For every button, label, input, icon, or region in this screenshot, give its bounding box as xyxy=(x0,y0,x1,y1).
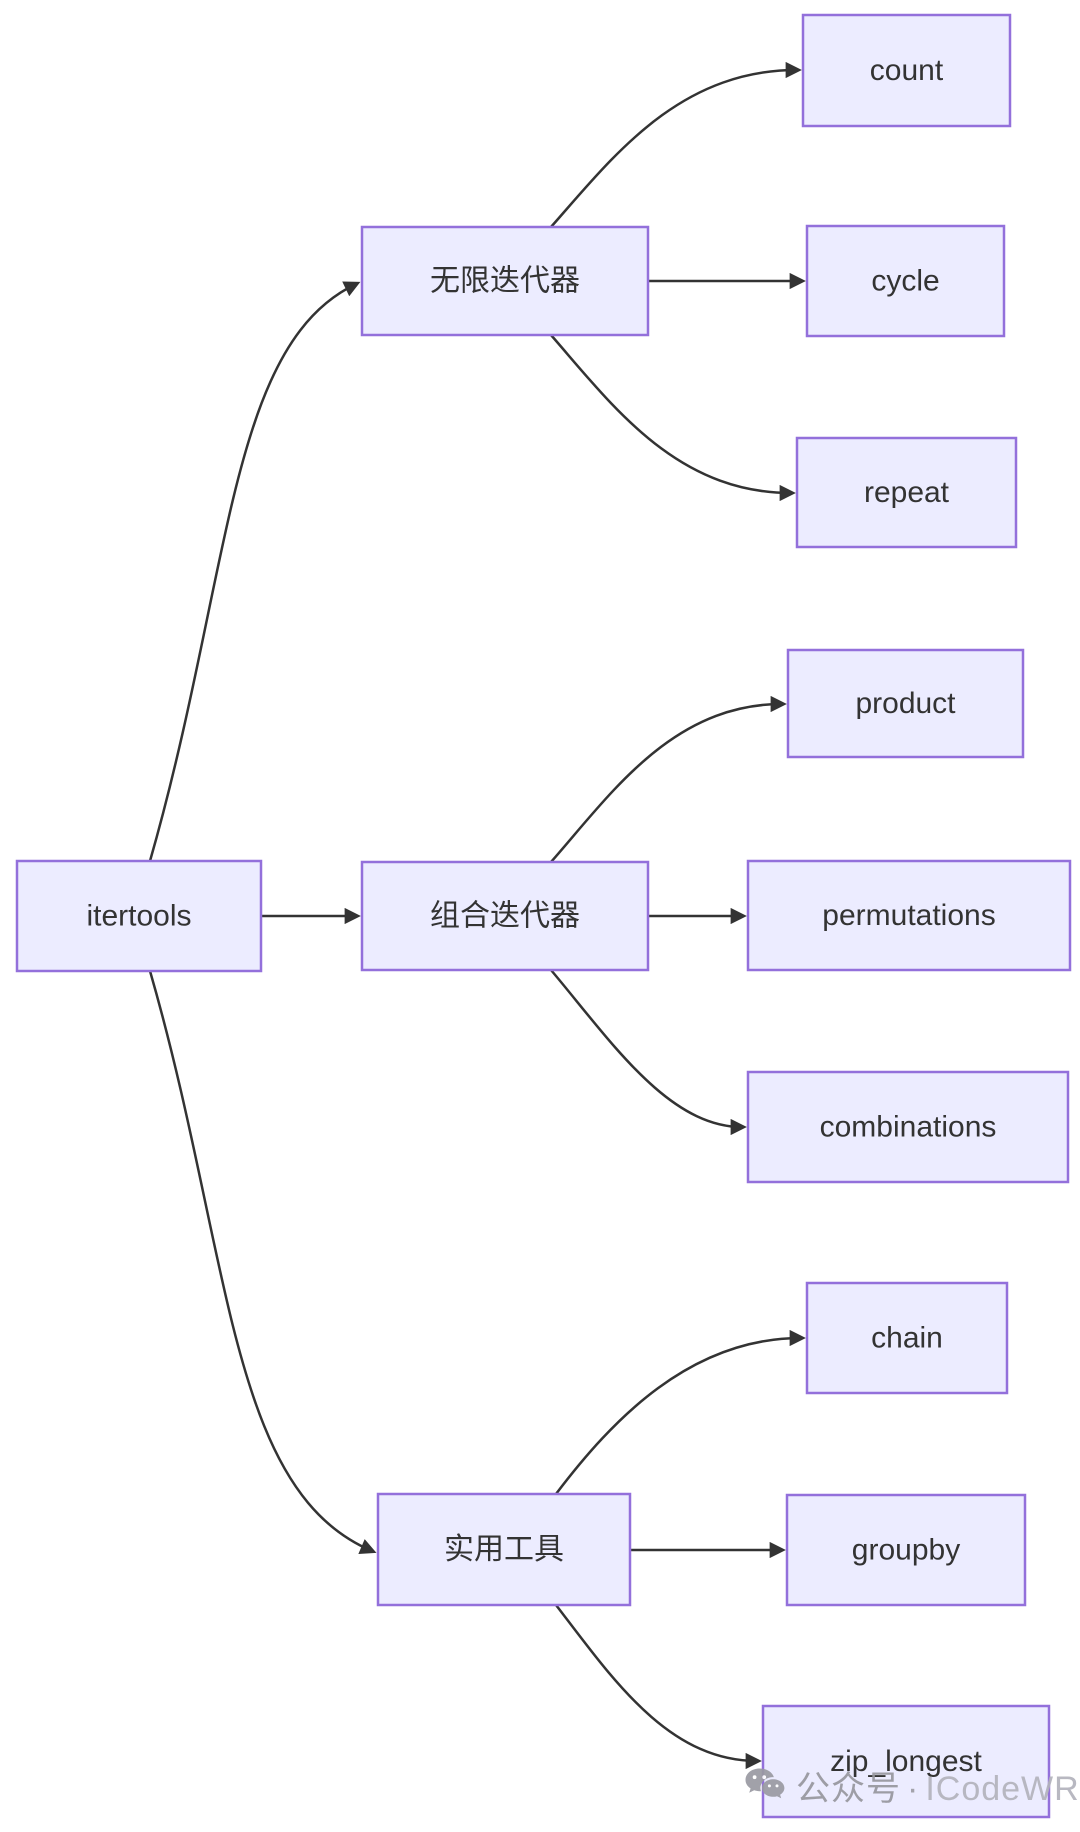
node-label-cycle: cycle xyxy=(871,265,939,298)
node-box-cycle xyxy=(805,224,1006,338)
node-label-combinations: combinations xyxy=(820,1111,997,1144)
edge-itertools-to-utility xyxy=(148,970,377,1555)
node-zip_longest: zip_longest xyxy=(761,1704,1051,1819)
node-label-groupby: groupby xyxy=(852,1534,960,1567)
node-product: product xyxy=(786,648,1025,759)
node-infinite: 无限迭代器 xyxy=(360,225,650,337)
node-label-itertools: itertools xyxy=(86,900,191,933)
node-box-infinite xyxy=(360,225,650,337)
node-label-repeat: repeat xyxy=(864,476,950,509)
edge-utility-to-zip_longest xyxy=(555,1604,762,1770)
edge-infinite-to-count xyxy=(550,61,802,228)
edge-combinatoric-to-combinations xyxy=(550,969,747,1136)
node-box-zip_longest xyxy=(761,1704,1051,1819)
node-label-zip_longest: zip_longest xyxy=(830,1745,982,1778)
node-combinatoric: 组合迭代器 xyxy=(360,860,650,972)
node-cycle: cycle xyxy=(805,224,1006,338)
node-label-product: product xyxy=(855,687,956,720)
node-label-chain: chain xyxy=(871,1322,943,1355)
node-permutations: permutations xyxy=(746,859,1072,972)
node-box-combinations xyxy=(746,1070,1070,1184)
watermark-text: 公众号·ICodeWR xyxy=(796,1761,1080,1810)
node-box-chain xyxy=(805,1281,1009,1395)
node-label-combinatoric: 组合迭代器 xyxy=(430,900,580,933)
watermark-prefix: 公众号 xyxy=(796,1769,901,1808)
node-label-count: count xyxy=(870,54,944,87)
watermark-account: ICodeWR xyxy=(925,1769,1080,1808)
watermark-separator: · xyxy=(907,1769,920,1808)
node-chain: chain xyxy=(805,1281,1009,1395)
edge-utility-to-chain xyxy=(555,1329,806,1495)
node-itertools: itertools xyxy=(15,859,263,973)
node-box-combinatoric xyxy=(360,860,650,972)
watermark: 公众号·ICodeWR xyxy=(744,1762,1080,1808)
node-groupby: groupby xyxy=(785,1493,1027,1607)
node-box-repeat xyxy=(795,436,1018,549)
edge-itertools-to-infinite xyxy=(148,281,361,862)
node-combinations: combinations xyxy=(746,1070,1070,1184)
node-box-groupby xyxy=(785,1493,1027,1607)
edge-combinatoric-to-product xyxy=(550,695,787,863)
wechat-icon xyxy=(745,1768,785,1799)
node-count: count xyxy=(801,13,1012,128)
edges-layer xyxy=(148,61,806,1770)
node-label-permutations: permutations xyxy=(822,899,995,932)
node-box-count xyxy=(801,13,1012,128)
node-utility: 实用工具 xyxy=(376,1492,632,1607)
node-repeat: repeat xyxy=(795,436,1018,549)
node-box-itertools xyxy=(15,859,263,973)
node-box-product xyxy=(786,648,1025,759)
node-box-utility xyxy=(376,1492,632,1607)
node-label-utility: 实用工具 xyxy=(444,1533,564,1566)
node-box-permutations xyxy=(746,859,1072,972)
node-label-infinite: 无限迭代器 xyxy=(430,265,580,298)
edge-infinite-to-repeat xyxy=(550,334,796,502)
